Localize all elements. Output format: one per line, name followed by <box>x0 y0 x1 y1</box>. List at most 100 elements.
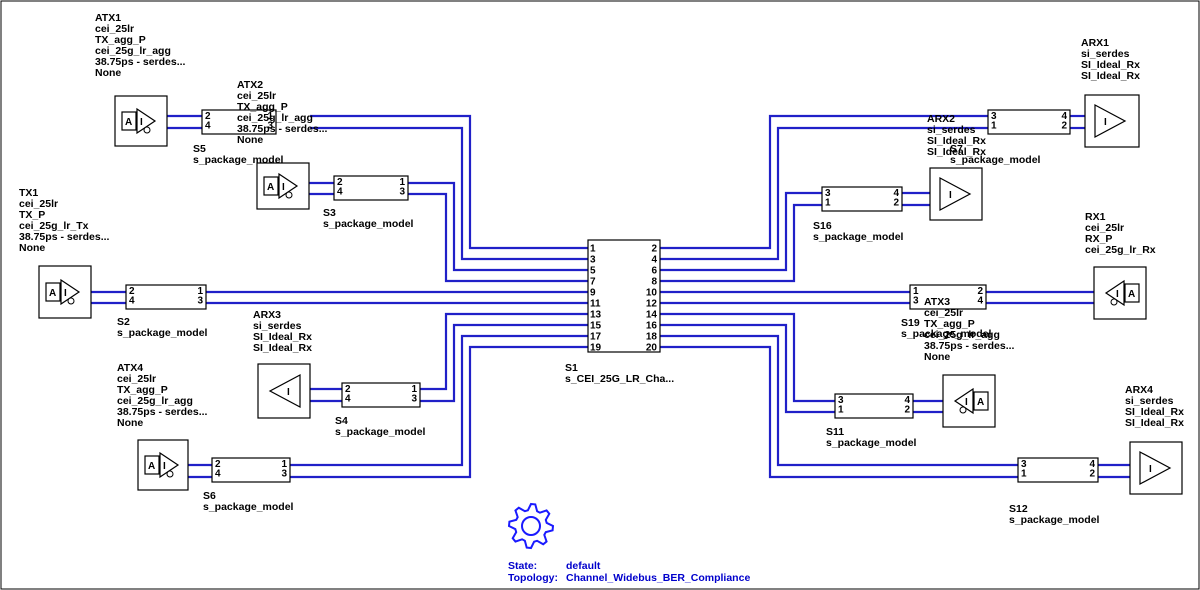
package-model: s_package_model <box>193 154 284 166</box>
package-name: S6 <box>203 490 216 502</box>
buffer-arx4[interactable]: I <box>1129 441 1183 495</box>
channel-pin-left: 7 <box>590 277 596 288</box>
wire-s7-3[interactable] <box>660 114 988 250</box>
wire-s16-1[interactable] <box>660 203 822 283</box>
pin-label: 1 <box>825 198 831 209</box>
topology-label: Topology: <box>508 572 558 584</box>
wire-s3-3[interactable] <box>408 192 588 283</box>
a-box <box>1124 283 1140 303</box>
i-letter: I <box>1104 117 1107 128</box>
package-name: S2 <box>117 316 130 328</box>
topology-value: Channel_Widebus_BER_Compliance <box>566 572 750 584</box>
wire-s11-1[interactable] <box>660 323 835 414</box>
channel-pin-right: 12 <box>646 299 658 310</box>
gear-icon[interactable] <box>507 502 555 550</box>
a-letter: A <box>977 397 984 408</box>
package-s16[interactable] <box>821 186 903 212</box>
pin-label: 4 <box>345 394 351 405</box>
package-s3[interactable] <box>333 175 409 201</box>
wire-s4-1[interactable] <box>420 312 588 391</box>
triangle-icon <box>939 177 972 211</box>
wire-s6-1[interactable] <box>290 334 588 467</box>
channel-pin-right: 4 <box>651 255 657 266</box>
package-s4[interactable] <box>341 382 421 408</box>
pin-label: 3 <box>991 111 997 122</box>
buffer-atx3[interactable]: AI <box>942 374 996 428</box>
pin-label: 4 <box>205 121 211 132</box>
label-atx4: TX_agg_P <box>117 384 168 396</box>
pin-label: 4 <box>129 296 135 307</box>
package-model: s_package_model <box>323 218 414 230</box>
label-arx4: SI_Ideal_Rx <box>1125 417 1184 429</box>
wire-s11-3[interactable] <box>660 312 835 403</box>
bubble <box>959 406 967 414</box>
bubble <box>285 191 293 199</box>
wire-s4-3[interactable] <box>420 323 588 403</box>
label-rx1: RX1 <box>1085 211 1106 223</box>
pin-label: 1 <box>913 286 919 297</box>
wire-s12-3[interactable] <box>660 334 1018 467</box>
a-box <box>45 282 61 302</box>
pin-label: 4 <box>215 469 221 480</box>
labels: 2413S5s_package_model2413S3s_package_mod… <box>19 12 1184 526</box>
label-arx2: si_serdes <box>927 124 976 136</box>
package-s6[interactable] <box>211 457 291 483</box>
package-s11[interactable] <box>834 393 914 419</box>
wire-s7-1[interactable] <box>660 126 988 261</box>
channel-pin-right: 2 <box>651 244 657 255</box>
channel-pin-right: 14 <box>646 310 658 321</box>
buffer-arx1[interactable]: I <box>1084 94 1140 148</box>
wire-s3-1[interactable] <box>408 181 588 272</box>
pin-label: 3 <box>838 395 844 406</box>
wire-s5-1[interactable] <box>310 114 588 250</box>
label-atx2: TX_agg_P <box>237 101 288 113</box>
pin-label: 1 <box>1021 469 1027 480</box>
package-model: s_package_model <box>901 328 992 340</box>
channel-s1[interactable] <box>587 239 661 353</box>
bubble <box>67 297 75 305</box>
buffer-arx3[interactable]: I <box>257 363 311 419</box>
pin-label: 3 <box>197 296 203 307</box>
a-box <box>144 455 160 475</box>
wires <box>90 114 1130 479</box>
label-atx1: ATX1 <box>95 12 121 24</box>
channel-pin-left: 3 <box>590 255 596 266</box>
wire-s5-3[interactable] <box>310 126 588 261</box>
label-atx1: cei_25lr <box>95 23 134 35</box>
pin-label: 1 <box>411 384 417 395</box>
package-name: S12 <box>1009 503 1028 515</box>
package-s12[interactable] <box>1017 457 1099 483</box>
pin-label: 2 <box>129 286 135 297</box>
pin-label: 2 <box>1089 469 1095 480</box>
package-s2[interactable] <box>125 284 207 310</box>
wire-s12-1[interactable] <box>660 345 1018 479</box>
wire-s6-3[interactable] <box>290 345 588 479</box>
pin-label: 3 <box>913 296 919 307</box>
label-atx3: cei_25lr <box>924 307 963 319</box>
pin-label: 1 <box>267 111 273 122</box>
pin-label: 2 <box>904 405 910 416</box>
pin-label: 4 <box>893 188 899 199</box>
package-s7[interactable] <box>987 109 1071 135</box>
label-atx4: cei_25lr <box>117 373 156 385</box>
label-atx4: 38.75ps - serdes... <box>117 406 208 418</box>
wire-s16-3[interactable] <box>660 191 822 272</box>
i-letter: I <box>287 387 290 398</box>
label-atx4: ATX4 <box>117 362 143 374</box>
state-value: default <box>566 560 601 572</box>
pin-label: 1 <box>991 121 997 132</box>
buffer-rx1[interactable]: AI <box>1093 266 1147 320</box>
package-name: S16 <box>813 220 832 232</box>
package-s19[interactable] <box>909 284 987 310</box>
channel-pin-left: 1 <box>590 244 596 255</box>
a-box <box>973 391 989 411</box>
buffer-arx2[interactable]: I <box>929 167 983 221</box>
package-s5[interactable] <box>201 109 277 135</box>
package-model: s_package_model <box>813 231 904 243</box>
